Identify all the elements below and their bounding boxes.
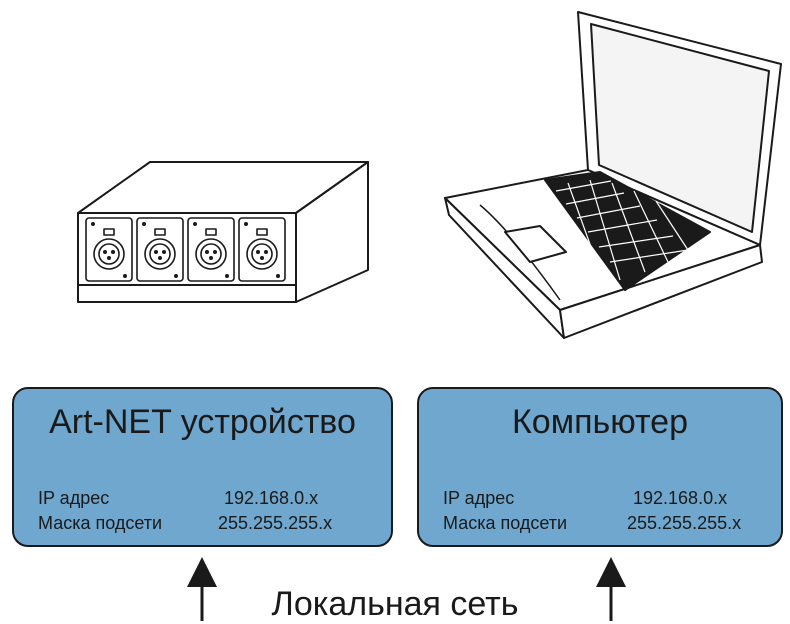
ip-address-label: IP адрес xyxy=(38,488,110,508)
artnet-dmx-node-icon xyxy=(77,161,369,303)
computer-title: Компьютер xyxy=(512,403,688,441)
subnet-mask-label: Маска подсети xyxy=(443,513,568,533)
computer-box: Компьютер IP адрес 192.168.0.x Маска под… xyxy=(417,387,783,547)
subnet-mask-label: Маска подсети xyxy=(38,513,163,533)
laptop-icon xyxy=(444,11,782,339)
ip-address-value: 192.168.0.x xyxy=(224,488,319,508)
ip-address-value: 192.168.0.x xyxy=(633,488,728,508)
artnet-device-title: Art-NET устройство xyxy=(49,403,356,441)
subnet-mask-value: 255.255.255.x xyxy=(218,513,333,533)
artnet-device-box: Art-NET устройство IP адрес 192.168.0.x … xyxy=(12,387,393,547)
network-connection-arrows xyxy=(187,557,626,621)
subnet-mask-value: 255.255.255.x xyxy=(627,513,742,533)
ip-address-label: IP адрес xyxy=(443,488,515,508)
local-network-label: Локальная сеть xyxy=(271,585,519,623)
